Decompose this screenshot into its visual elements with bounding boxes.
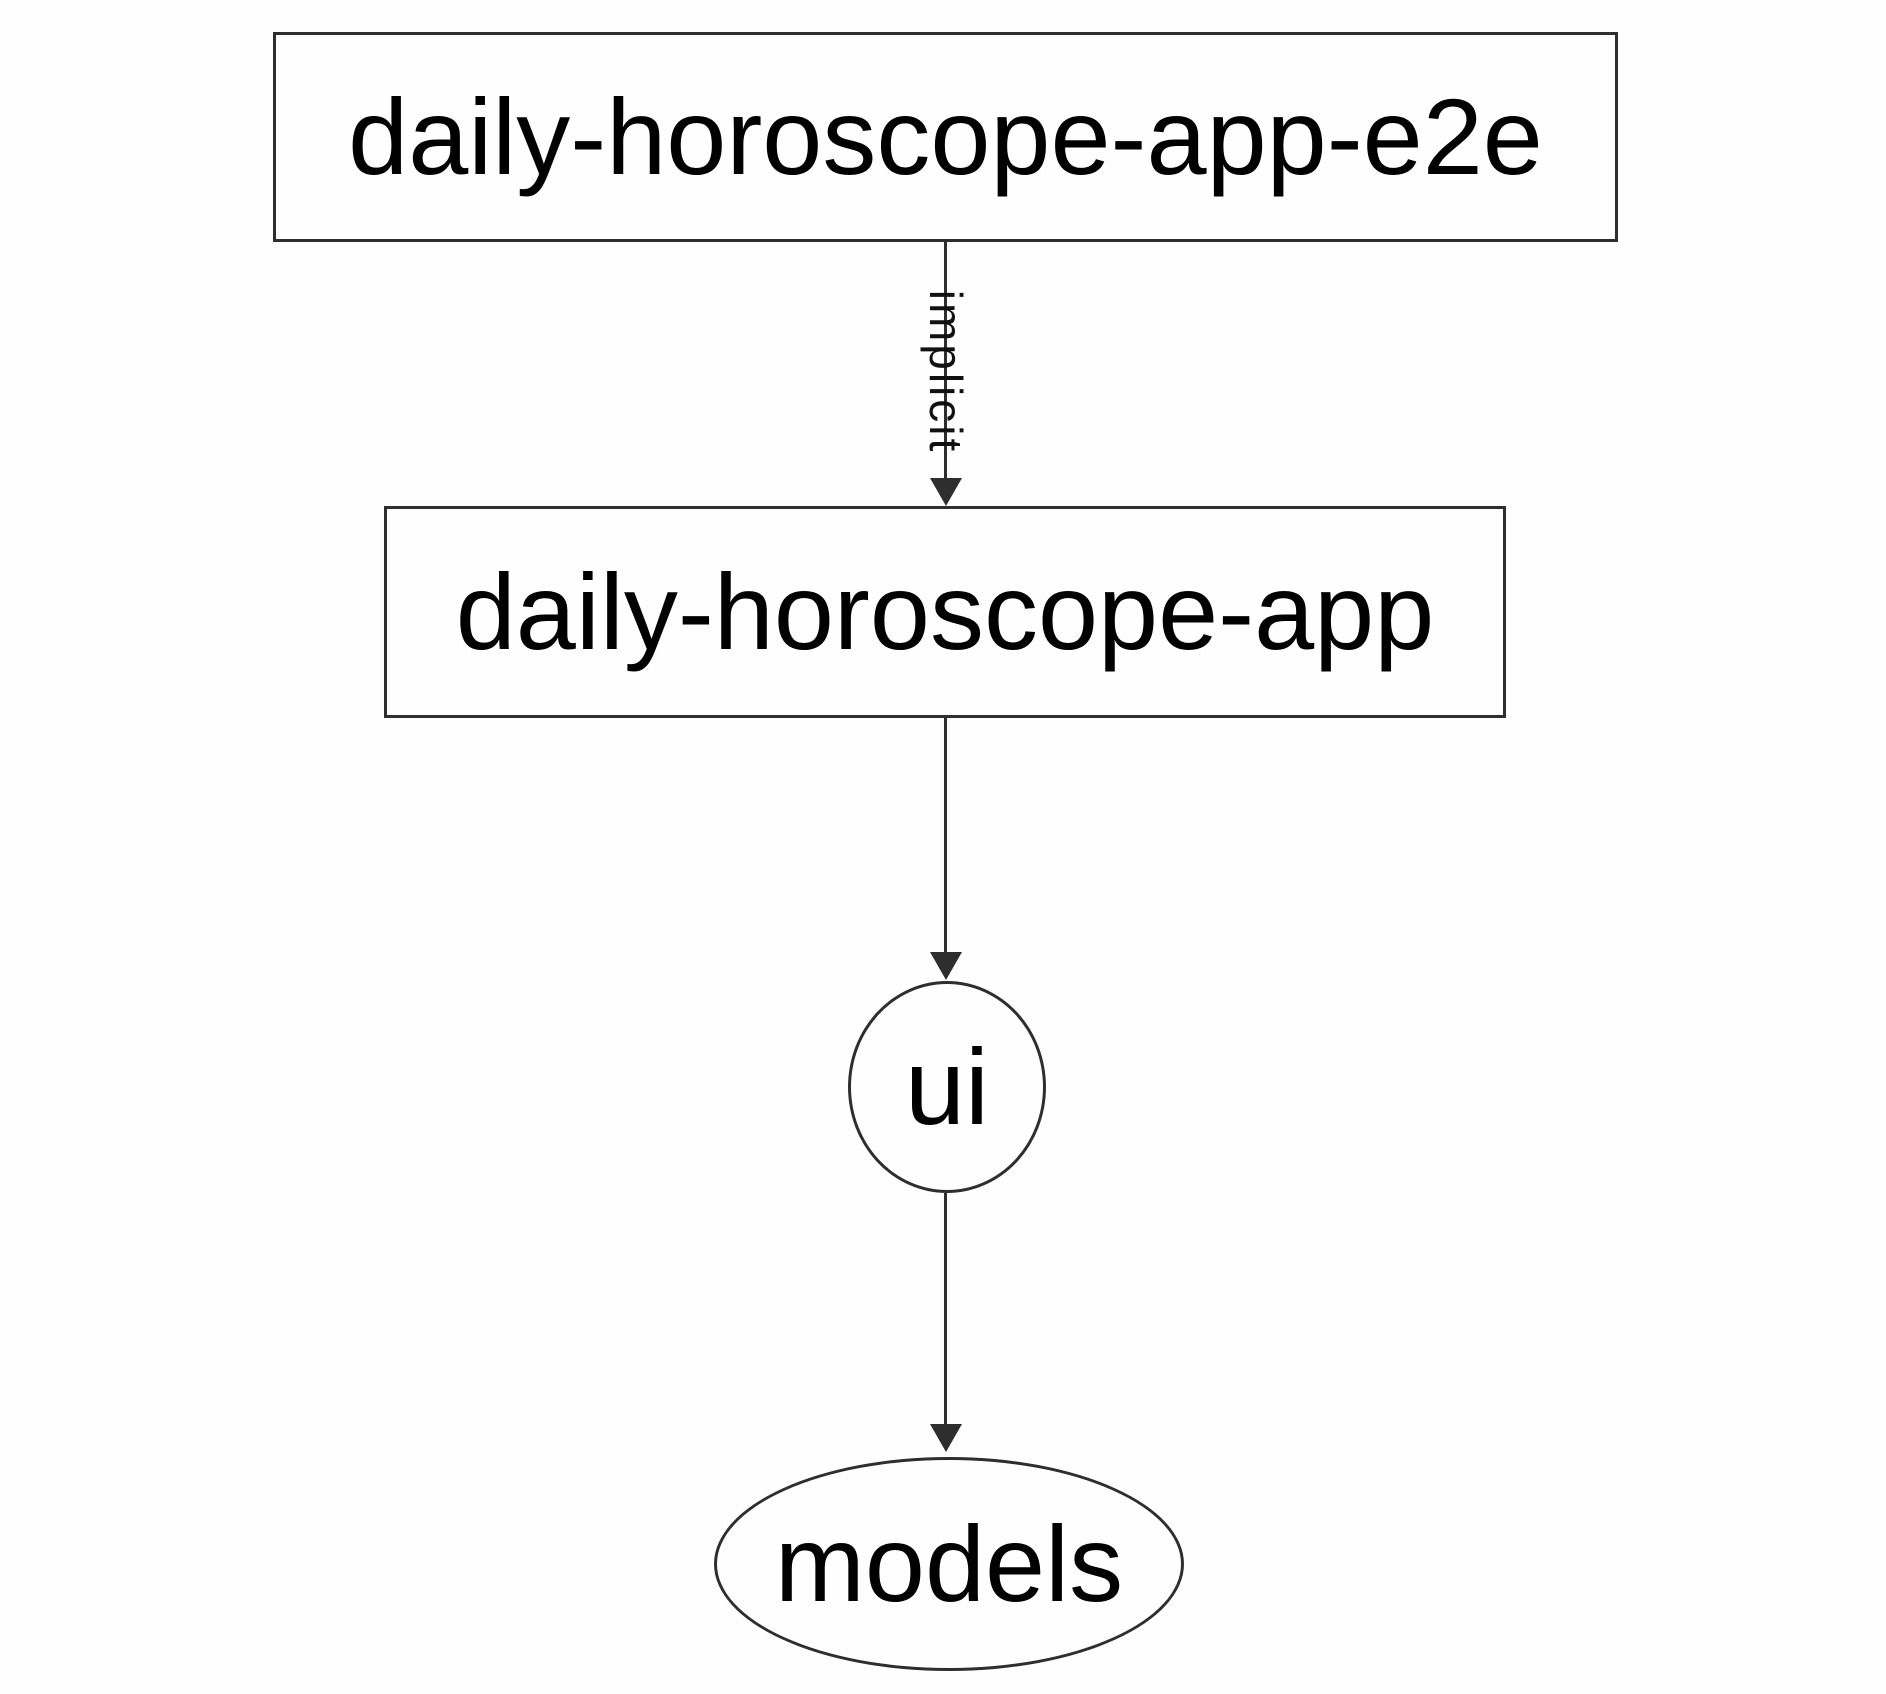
node-daily-horoscope-app[interactable]: daily-horoscope-app <box>384 506 1506 718</box>
edge-label-implicit: implicit <box>920 289 972 455</box>
edge-ui-to-models <box>944 1193 947 1427</box>
arrowhead-down-icon <box>930 478 962 506</box>
node-label: daily-horoscope-app <box>455 551 1435 672</box>
arrowhead-down-icon <box>930 1424 962 1452</box>
arrowhead-down-icon <box>930 952 962 980</box>
node-label: models <box>774 1503 1124 1624</box>
node-ui[interactable]: ui <box>848 981 1046 1193</box>
edge-e2e-to-app <box>944 242 947 481</box>
node-label: ui <box>904 1026 990 1147</box>
edge-app-to-ui <box>944 718 947 955</box>
node-models[interactable]: models <box>714 1457 1184 1671</box>
node-label: daily-horoscope-app-e2e <box>348 76 1543 197</box>
node-daily-horoscope-app-e2e[interactable]: daily-horoscope-app-e2e <box>273 32 1618 242</box>
